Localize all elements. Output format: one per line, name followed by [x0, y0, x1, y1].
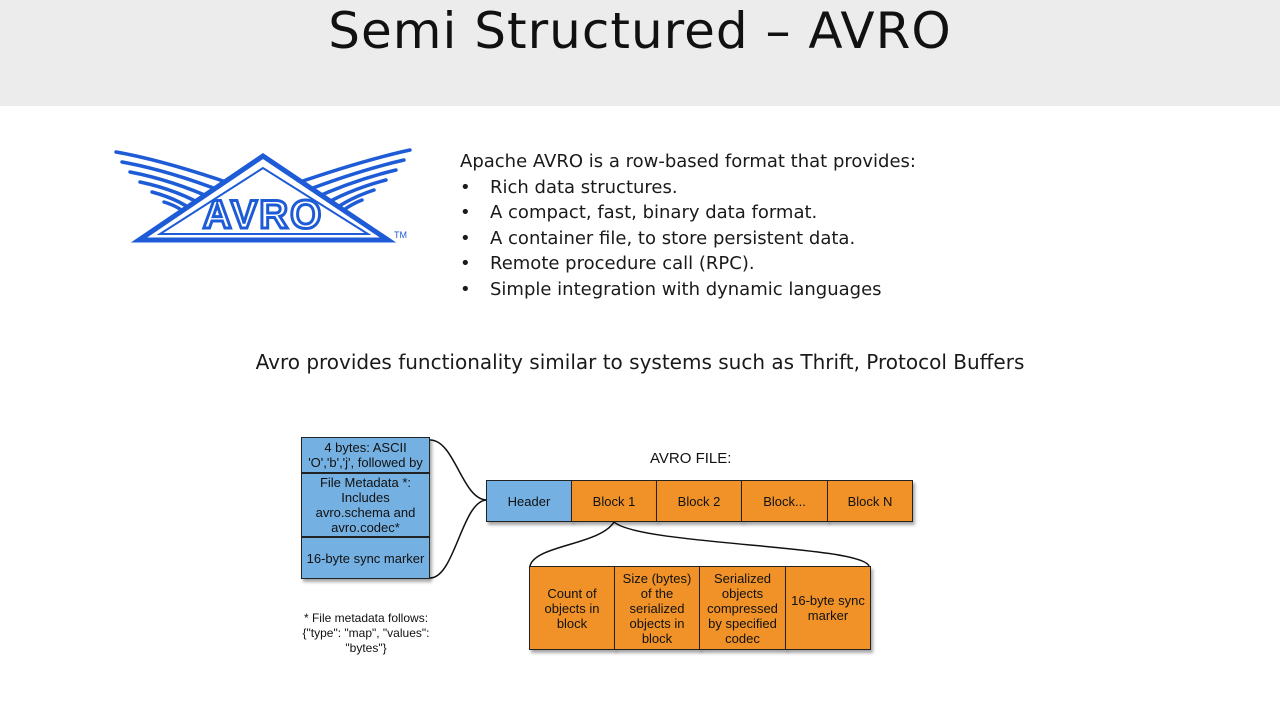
block-size-box: Size (bytes) of the serialized objects i…: [614, 566, 700, 650]
file-block-2-label: Block 2: [677, 493, 721, 509]
block-connector-left: [529, 521, 615, 567]
logo-wordmark: AVRO: [203, 193, 324, 237]
file-block-1-box: Block 1: [571, 480, 657, 522]
block-count-box: Count of objects in block: [529, 566, 615, 650]
file-block-n-label: Block N: [847, 493, 893, 509]
intro-lead: Apache AVRO is a row-based format that p…: [460, 151, 916, 172]
block-count-label: Count of objects in block: [544, 585, 600, 631]
feature-list: Rich data structures. A compact, fast, b…: [460, 175, 916, 303]
block-sync-box: 16-byte sync marker: [785, 566, 871, 650]
header-metadata-label: File Metadata *: Includes avro.schema an…: [315, 475, 416, 535]
avro-file-label: AVRO FILE:: [650, 450, 732, 467]
title-bar: Semi Structured – AVRO: [0, 0, 1280, 106]
feature-item: Rich data structures.: [460, 175, 916, 201]
block-objects-label: Serialized objects compressed by specifi…: [707, 570, 778, 646]
slide-title: Semi Structured – AVRO: [328, 2, 952, 60]
block-connector-right: [613, 521, 870, 567]
file-header-box: Header: [486, 480, 572, 522]
intro-text: Apache AVRO is a row-based format that p…: [460, 149, 916, 303]
header-sync-box: 16-byte sync marker: [301, 537, 430, 579]
feature-item: Remote procedure call (RPC).: [460, 251, 916, 277]
header-magic-label: 4 bytes: ASCII 'O','b','j', followed by: [308, 440, 423, 470]
similar-systems-text: Avro provides functionality similar to s…: [255, 350, 1025, 374]
file-header-label: Header: [507, 493, 551, 509]
feature-item: A container file, to store persistent da…: [460, 226, 916, 252]
header-connector-bottom: [429, 499, 488, 579]
file-block-more-label: Block...: [763, 493, 806, 509]
header-connector-top: [429, 439, 488, 501]
file-block-n-box: Block N: [827, 480, 913, 522]
file-block-2-box: Block 2: [656, 480, 742, 522]
header-magic-box: 4 bytes: ASCII 'O','b','j', followed by: [301, 437, 430, 473]
header-sync-label: 16-byte sync marker: [306, 550, 425, 566]
feature-item: Simple integration with dynamic language…: [460, 277, 916, 303]
block-objects-box: Serialized objects compressed by specifi…: [699, 566, 786, 650]
avro-logo: AVRO TM: [114, 148, 412, 243]
metadata-footnote: * File metadata follows: {"type": "map",…: [302, 611, 430, 655]
logo-tm: TM: [394, 230, 407, 240]
feature-item: A compact, fast, binary data format.: [460, 200, 916, 226]
file-block-more-box: Block...: [741, 480, 828, 522]
block-size-label: Size (bytes) of the serialized objects i…: [622, 570, 692, 646]
header-metadata-box: File Metadata *: Includes avro.schema an…: [301, 473, 430, 537]
block-sync-label: 16-byte sync marker: [791, 593, 865, 623]
file-block-1-label: Block 1: [592, 493, 636, 509]
